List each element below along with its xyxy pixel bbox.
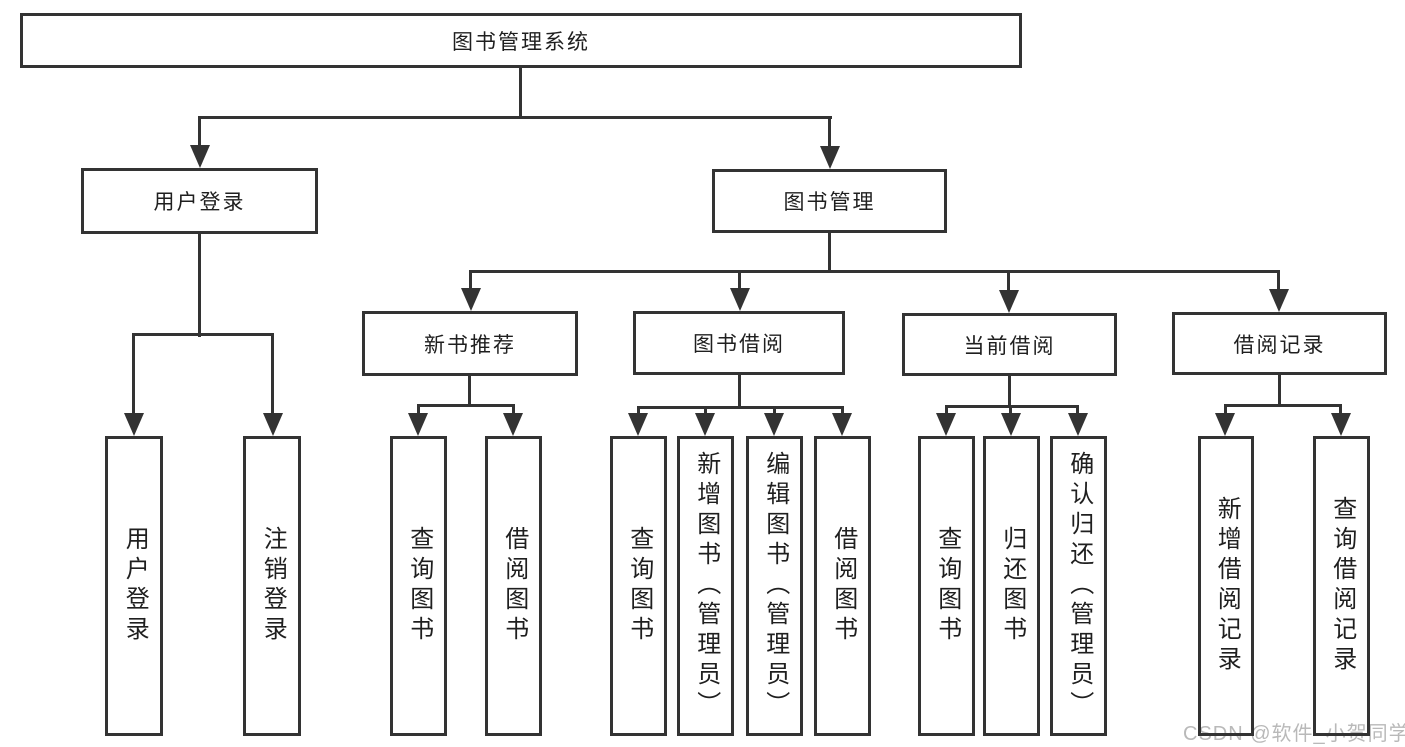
connector-hline [945,405,1079,408]
connector-hline [469,270,1280,273]
arrow-down-icon [628,413,648,436]
arrow-down-icon [503,413,523,436]
leaf-bb-query-books: 查询图书 [610,436,667,736]
arrow-down-icon [764,413,784,436]
connector-vline [198,234,201,337]
connector-vline [1007,270,1010,290]
leaf-cb-query-books: 查询图书 [918,436,975,736]
node-current-borrowing: 当前借阅 [902,313,1117,376]
connector-vline [1008,376,1011,407]
arrow-down-icon [263,413,283,436]
connector-vline [271,333,274,413]
arrow-down-icon [1269,289,1289,312]
connector-vline [828,116,831,148]
arrow-down-icon [1068,413,1088,436]
leaf-bb-add-books-admin: 新增图书（管理员） [677,436,734,736]
connector-vline [132,333,135,413]
arrow-down-icon [190,145,210,168]
connector-vline [468,376,471,407]
arrow-down-icon [1001,413,1021,436]
connector-hline [417,404,515,407]
connector-vline [1339,404,1342,414]
connector-vline [1224,404,1227,414]
arrow-down-icon [832,413,852,436]
connector-vline [841,406,844,414]
arrow-down-icon [1331,413,1351,436]
leaf-br-add-record: 新增借阅记录 [1198,436,1254,736]
leaf-nbr-borrow-books: 借阅图书 [485,436,542,736]
leaf-bb-borrow-books: 借阅图书 [814,436,871,736]
arrow-down-icon [999,290,1019,313]
connector-vline [469,270,472,290]
connector-vline [704,406,707,414]
connector-vline [773,406,776,414]
arrow-down-icon [1215,413,1235,436]
connector-vline [828,233,831,273]
arrow-down-icon [408,413,428,436]
connector-vline [738,375,741,408]
leaf-bb-edit-books-admin: 编辑图书（管理员） [746,436,803,736]
node-borrowing-records: 借阅记录 [1172,312,1387,375]
connector-vline [1277,270,1280,290]
node-root: 图书管理系统 [20,13,1022,68]
connector-hline [637,406,843,409]
connector-vline [945,405,948,414]
connector-hline [132,333,274,336]
leaf-br-query-record: 查询借阅记录 [1313,436,1370,736]
connector-hline [1224,404,1342,407]
leaf-cb-confirm-return-admin: 确认归还（管理员） [1050,436,1107,736]
arrow-down-icon [820,146,840,169]
connector-vline [1076,405,1079,414]
node-new-book-recommend: 新书推荐 [362,311,578,376]
csdn-watermark: CSDN @软件_小贺同学 [1183,723,1405,745]
leaf-nbr-query-books: 查询图书 [390,436,447,736]
node-user-login: 用户登录 [81,168,318,234]
leaf-logout: 注销登录 [243,436,301,736]
connector-vline [519,68,522,118]
connector-vline [637,406,640,414]
connector-vline [198,116,201,148]
leaf-user-login: 用户登录 [105,436,163,736]
connector-hline [198,116,832,119]
arrow-down-icon [695,413,715,436]
connector-vline [1009,405,1012,414]
node-book-borrowing: 图书借阅 [633,311,845,375]
arrow-down-icon [124,413,144,436]
connector-vline [738,270,741,290]
connector-vline [417,404,420,414]
connector-vline [1278,375,1281,406]
node-book-management: 图书管理 [712,169,947,233]
arrow-down-icon [936,413,956,436]
arrow-down-icon [730,288,750,311]
connector-vline [512,404,515,414]
arrow-down-icon [461,288,481,311]
leaf-cb-return-books: 归还图书 [983,436,1040,736]
